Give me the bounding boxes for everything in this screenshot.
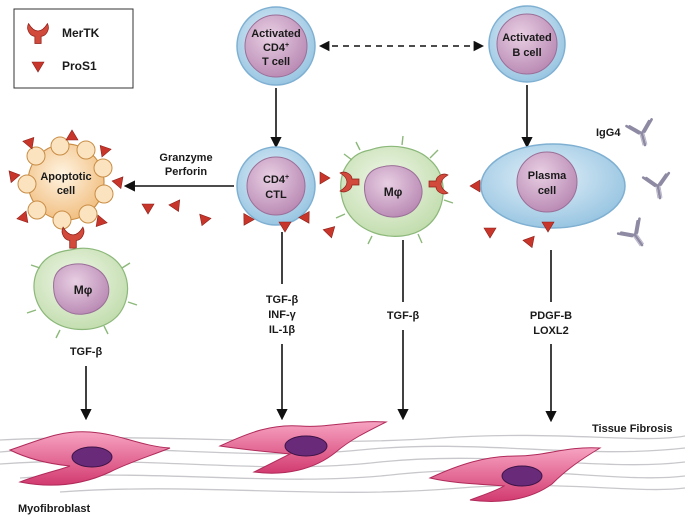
pros1-icon bbox=[322, 226, 338, 240]
activated-b-cell: Activated B cell bbox=[488, 5, 566, 83]
perforin-label: Perforin bbox=[165, 166, 207, 178]
pros1-icon bbox=[95, 141, 112, 158]
myofibroblast-left bbox=[8, 431, 171, 486]
plasma-cytokine-2: LOXL2 bbox=[533, 325, 568, 337]
antibody-icon bbox=[641, 171, 675, 202]
myofibroblast-center bbox=[218, 421, 388, 474]
pros1-icon bbox=[483, 227, 497, 239]
ctl-line2: CTL bbox=[265, 189, 287, 201]
igg4-label: IgG4 bbox=[596, 127, 621, 139]
ctl-cytokine-1: TGF-β bbox=[266, 294, 299, 306]
b-cell-line2: B cell bbox=[512, 47, 541, 59]
antibody-icon bbox=[616, 217, 654, 254]
apoptotic-line2: cell bbox=[57, 185, 75, 197]
apoptotic-cell: Apoptotic cell bbox=[8, 129, 124, 231]
left-tgfb-label: TGF-β bbox=[70, 346, 103, 358]
pros1-icon bbox=[168, 199, 185, 215]
ctl-cytokine-2: INF-γ bbox=[268, 309, 296, 321]
ctl-line1: CD4+ bbox=[263, 174, 289, 186]
plasma-line1: Plasma bbox=[528, 170, 567, 182]
cd4-t-line2: CD4+ bbox=[263, 42, 289, 54]
granzyme-label: Granzyme bbox=[159, 152, 212, 164]
mertk-icon bbox=[61, 226, 85, 249]
pros1-icon bbox=[110, 174, 124, 189]
legend-pros1-label: ProS1 bbox=[62, 59, 97, 73]
apoptotic-line1: Apoptotic bbox=[40, 171, 91, 183]
left-macrophage-label: Mφ bbox=[74, 283, 93, 297]
myofibroblast-right bbox=[428, 447, 602, 502]
plasma-cytokine-1: PDGF-B bbox=[530, 310, 572, 322]
plasma-cell: Plasma cell bbox=[480, 143, 626, 229]
pros1-icon bbox=[522, 235, 538, 250]
activated-cd4-t-cell: Activated CD4+ T cell bbox=[236, 6, 316, 86]
antibody-icon bbox=[625, 118, 659, 150]
ctl-cytokine-3: IL-1β bbox=[269, 324, 296, 336]
central-macrophage: Mφ bbox=[335, 135, 454, 245]
pros1-icon bbox=[196, 213, 212, 228]
center-tgfb-label: TGF-β bbox=[387, 310, 420, 322]
cd4-ctl-cell: CD4+ CTL bbox=[236, 146, 316, 233]
tissue-fibrosis-label: Tissue Fibrosis bbox=[592, 423, 673, 435]
cd4-t-line1: Activated bbox=[251, 28, 301, 40]
plasma-line2: cell bbox=[538, 185, 556, 197]
pros1-icon bbox=[141, 203, 155, 215]
pros1-icon bbox=[65, 129, 79, 141]
b-cell-line1: Activated bbox=[502, 32, 552, 44]
pros1-icon bbox=[278, 221, 292, 233]
pros1-icon bbox=[319, 171, 331, 185]
left-macrophage: Mφ bbox=[26, 247, 138, 339]
pros1-icon bbox=[469, 179, 481, 193]
legend-mertk-label: MerTK bbox=[62, 26, 100, 40]
myofibroblast-label: Myofibroblast bbox=[18, 503, 90, 515]
central-macrophage-label: Mφ bbox=[384, 185, 403, 199]
legend: MerTK ProS1 bbox=[13, 8, 134, 89]
cd4-t-line3: T cell bbox=[262, 56, 290, 68]
